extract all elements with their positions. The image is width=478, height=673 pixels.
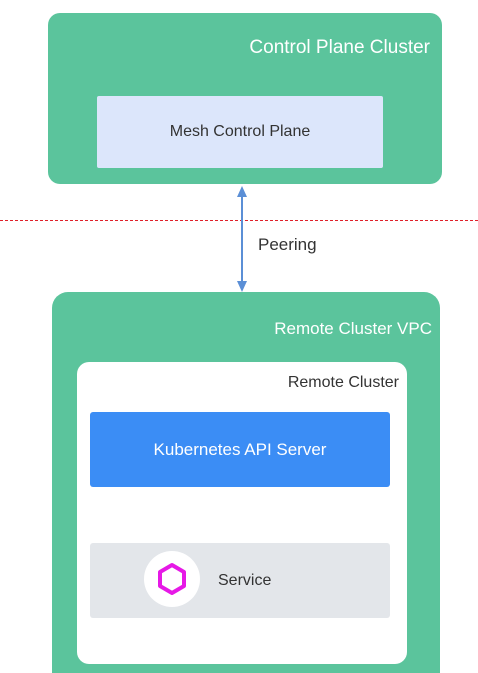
remote-cluster-vpc: Remote Cluster VPC Remote Cluster Kubern…: [52, 292, 440, 673]
kubernetes-api-server-label: Kubernetes API Server: [153, 439, 327, 459]
kubernetes-api-server-box[interactable]: Kubernetes API Server: [90, 412, 390, 487]
peering-label: Peering: [258, 235, 317, 254]
service-label: Service: [218, 572, 272, 589]
remote-cluster: Remote Cluster Kubernetes API Server Ser…: [77, 362, 407, 664]
remote-cluster-vpc-title: Remote Cluster VPC: [274, 319, 432, 338]
hexagon-icon: [144, 551, 200, 607]
mesh-control-plane-box[interactable]: Mesh Control Plane: [97, 96, 383, 168]
service-box[interactable]: Service: [90, 543, 390, 618]
control-plane-cluster-title: Control Plane Cluster: [249, 37, 430, 58]
remote-cluster-title: Remote Cluster: [287, 374, 399, 391]
control-plane-cluster: Control Plane Cluster Mesh Control Plane: [48, 13, 442, 184]
mesh-control-plane-label: Mesh Control Plane: [169, 123, 311, 140]
network-boundary-divider: [0, 220, 478, 221]
double-arrow-icon: [237, 186, 247, 292]
